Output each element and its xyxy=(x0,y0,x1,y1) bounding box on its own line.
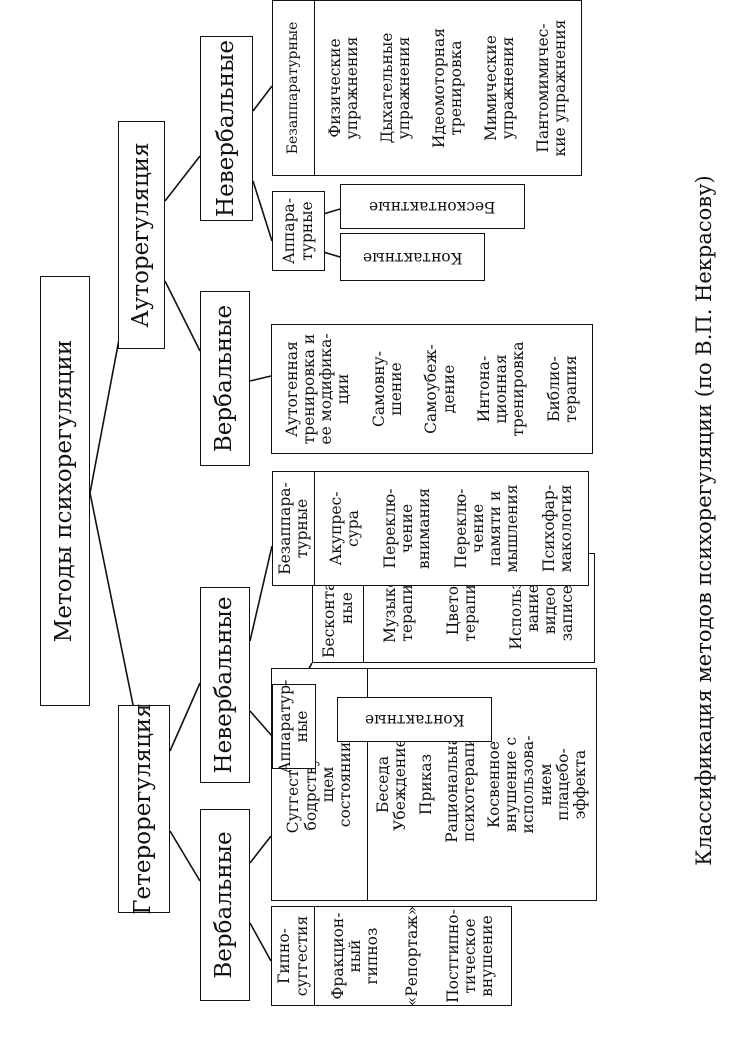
connector-hn-noapparatus xyxy=(249,545,273,642)
auto-contact-label: Контактные xyxy=(362,248,463,267)
connector-av-items xyxy=(249,375,272,382)
hetero-noapparatus-label: Безаппара- турные xyxy=(275,482,311,575)
auto-verbal-item: Самовну- шение xyxy=(369,351,405,427)
hetero-nonverbal-node: Невербальные xyxy=(200,587,250,783)
auto-verbal-item: Интона- ционная тренировка xyxy=(475,341,528,437)
hetero-verbal-label: Вербальные xyxy=(211,831,238,979)
auto-label: Ауторегуляция xyxy=(127,142,154,328)
auto-node: Ауторегуляция xyxy=(118,121,165,349)
hetero-noapparatus-item: Психофар- макология xyxy=(539,484,575,573)
auto-contact: Контактные xyxy=(340,233,485,281)
hetero-noapparatus-title: Безаппара- турные xyxy=(272,471,316,586)
auto-verbal-items: Аутогенная тренировка и ее модифика- ции… xyxy=(271,324,593,454)
connector-an-apparatus xyxy=(252,180,273,242)
hetero-apparatus-label: Аппаратур- ные xyxy=(275,679,311,774)
root-node: Методы психорегуляции xyxy=(40,276,90,706)
hetero-apparatus-title: Аппаратур- ные xyxy=(272,680,316,773)
hypno-item: «Репортаж» xyxy=(403,905,422,1007)
connector-hv-awake xyxy=(249,835,272,864)
root-label: Методы психорегуляции xyxy=(51,339,78,643)
hetero-noapparatus-item: Переклю- чение памяти и мышления xyxy=(451,484,522,573)
auto-apparatus-label: Аппара- турные xyxy=(280,197,316,265)
connector-an-noapparatus xyxy=(252,85,273,112)
hypno-item: Постгипно- тическое внушение xyxy=(444,909,497,1003)
auto-verbal-item: Библио- терапия xyxy=(544,355,580,423)
auto-verbal-node: Вербальные xyxy=(200,291,250,466)
auto-apparatus-title: Аппара- турные xyxy=(272,191,325,271)
hetero-contact: Контактные xyxy=(337,697,492,742)
awake-item: Косвенное внушение с использова- нием пл… xyxy=(485,735,589,834)
awake-item: Беседа Убеждение xyxy=(374,738,410,831)
auto-noapparatus-label: Безаппаратурные xyxy=(285,21,302,155)
auto-noapparatus-title: Безаппаратурные xyxy=(272,0,316,176)
auto-noapparatus-item: Пантомимичес- кие упражнения xyxy=(533,19,569,157)
connector-auto-verbal xyxy=(164,280,201,352)
auto-noapparatus-item: Идеомоторная тренировка xyxy=(429,27,465,149)
hetero-noapparatus-item: Переклю- чение внимания xyxy=(380,487,433,570)
auto-noncontact: Бесконтактные xyxy=(340,184,525,229)
auto-noapparatus-item: Дыхательные упражнения xyxy=(377,32,413,144)
hypno-title-label: Гипно- суггестия xyxy=(275,915,311,997)
hypno-item: Фракцион- ный гипноз xyxy=(328,912,381,1000)
auto-noncontact-label: Бесконтактные xyxy=(369,198,496,217)
hypno-items: Фракцион- ный гипноз «Репортаж» Постгипн… xyxy=(314,906,512,1006)
auto-noapparatus-items: Физические упражнения Дыхательные упражн… xyxy=(314,0,582,176)
connector-auto-nonverbal xyxy=(164,155,201,202)
hypno-title: Гипно- суггестия xyxy=(271,906,316,1006)
hetero-nonverbal-label: Невербальные xyxy=(211,596,238,774)
auto-noapparatus-item: Физические упражнения xyxy=(325,36,361,140)
connector-hv-hypno xyxy=(249,922,272,962)
connector-hetero-nonverbal xyxy=(169,682,201,752)
hetero-verbal-node: Вербальные xyxy=(200,809,250,1001)
hetero-label: Гетерорегуляция xyxy=(130,703,157,915)
awake-item: Приказ xyxy=(417,753,435,816)
figure-caption: Классификация методов психорегуляции (по… xyxy=(692,45,716,996)
auto-noapparatus-item: Мимические упражнения xyxy=(481,35,517,141)
auto-nonverbal-label: Невербальные xyxy=(212,40,239,217)
auto-verbal-item: Самоубеж- дение xyxy=(422,344,458,434)
auto-verbal-item: Аутогенная тренировка и ее модифика- ции xyxy=(283,333,353,445)
connector-hetero-verbal xyxy=(169,830,201,882)
hetero-noapparatus-items: Акупрес- сура Переклю- чение внимания Пе… xyxy=(314,471,589,586)
hetero-contact-label: Контактные xyxy=(364,711,465,730)
auto-verbal-label: Вербальные xyxy=(211,304,238,453)
hetero-node: Гетерорегуляция xyxy=(118,703,170,915)
auto-nonverbal-node: Невербальные xyxy=(200,36,253,221)
connector-hn-apparatus xyxy=(249,710,273,737)
hetero-noapparatus-item: Акупрес- сура xyxy=(326,491,362,566)
figure-caption-label: Классификация методов психорегуляции (по… xyxy=(692,175,716,866)
awake-item: Рациональная психотерапия xyxy=(442,726,478,843)
